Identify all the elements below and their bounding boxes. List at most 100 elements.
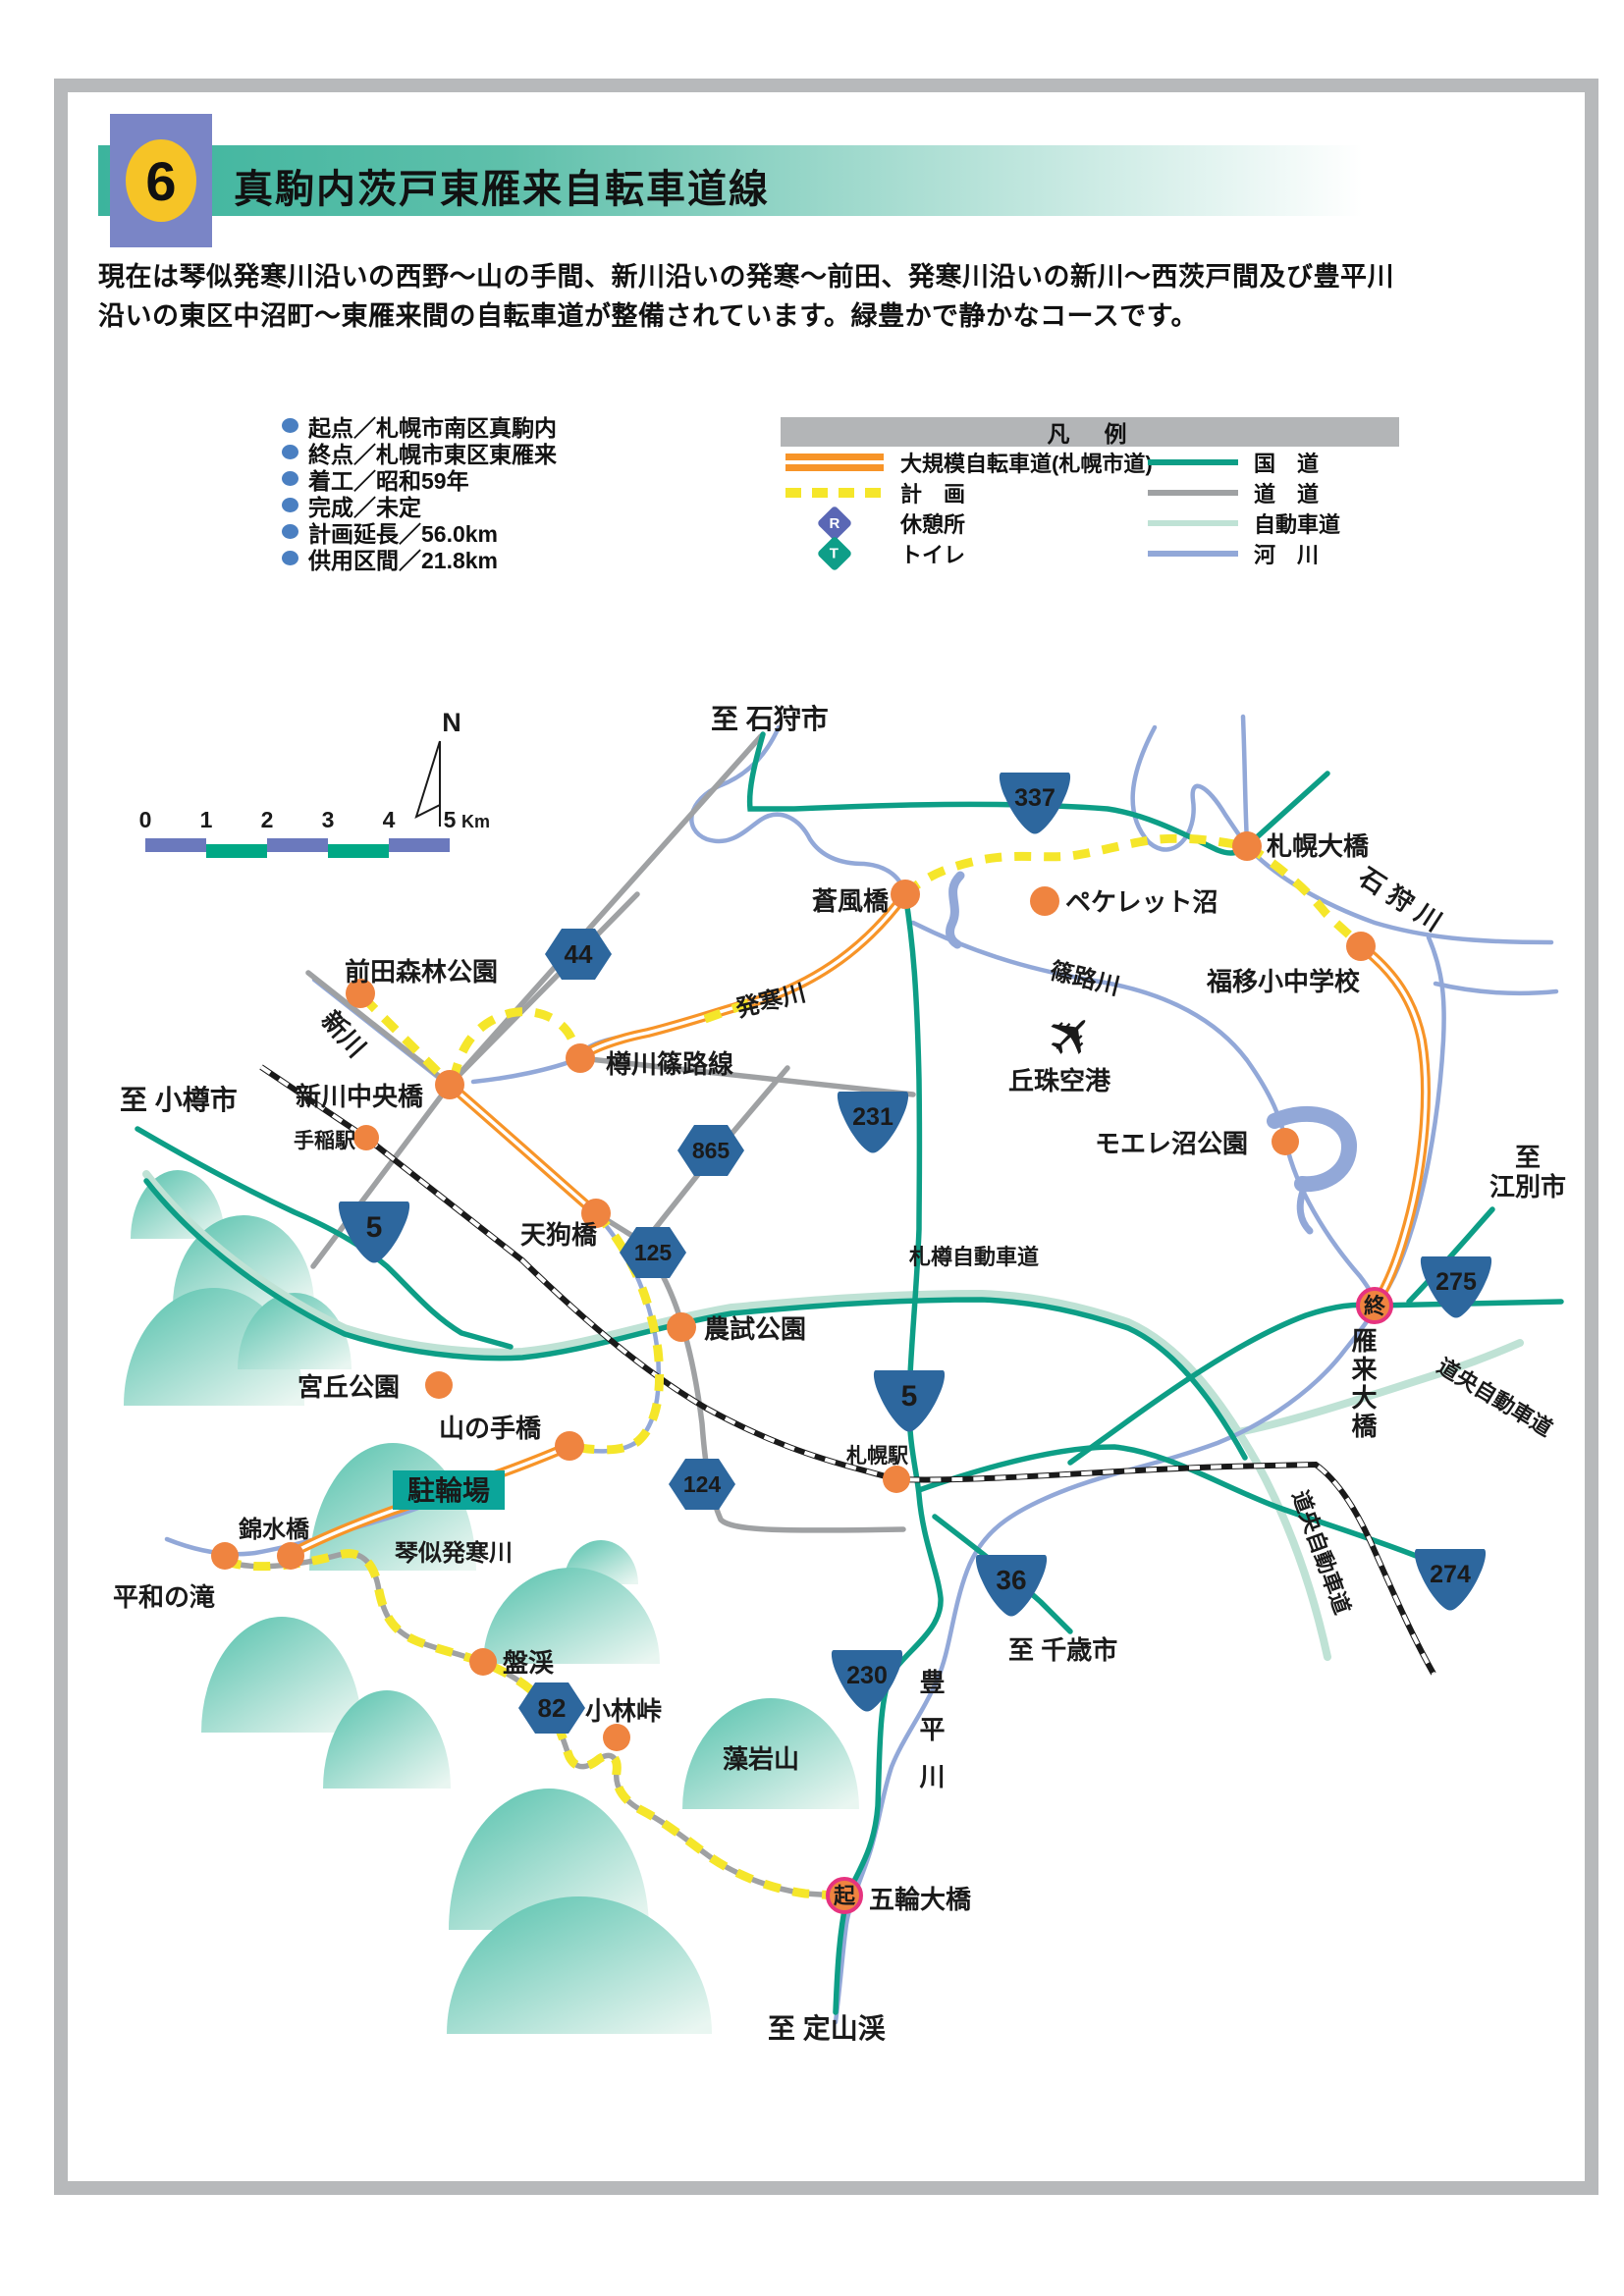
- label-jozankei-dest: 至 定山渓: [768, 2012, 887, 2044]
- national-route-shields: 337 231 5 5 230 36 275 274: [338, 773, 1492, 1712]
- info-open-section: 供用区間／21.8km: [308, 547, 499, 573]
- svg-text:274: 274: [1430, 1561, 1471, 1588]
- legend-item-bikeway: 大規模自転車道(札幌市道): [781, 447, 1153, 477]
- svg-text:5: 5: [444, 807, 457, 832]
- info-completion: 完成／未定: [308, 494, 421, 520]
- label-teine-station: 手稲駅: [294, 1130, 356, 1152]
- pekeretto-lake: [946, 871, 965, 949]
- railway-line: [259, 1064, 1436, 1676]
- svg-text:2: 2: [261, 807, 274, 832]
- start-marker: 起: [826, 1877, 863, 1914]
- label-okadama-airport: 丘珠空港: [1008, 1066, 1111, 1095]
- bullet-icon: [282, 418, 298, 433]
- label-miyanooka-park: 宮丘公園: [298, 1372, 400, 1402]
- plan-dash-icon: [781, 487, 889, 498]
- legend-item-rest: R 休憩所: [781, 505, 1144, 541]
- expressway-lines: [142, 1170, 1524, 1661]
- list-item: 計画延長／56.0km: [282, 518, 557, 547]
- dot-tengu-bridge: [581, 1199, 611, 1228]
- label-fukui-school: 福移小中学校: [1206, 967, 1361, 996]
- dot-pekeretto: [1030, 886, 1059, 916]
- label-kinsui-bridge: 錦水橋: [239, 1516, 310, 1543]
- svg-text:82: 82: [538, 1693, 567, 1723]
- label-ebetsu-dest: 江別市: [1489, 1172, 1566, 1201]
- intro-paragraph: 現在は琴似発寒川沿いの西野～山の手間、新川沿いの発寒～前田、発寒川沿いの新川～西…: [98, 257, 1532, 336]
- svg-text:36: 36: [996, 1565, 1026, 1595]
- route-number: 6: [145, 149, 177, 212]
- svg-text:Km: Km: [461, 812, 490, 831]
- svg-text:駐輪場: 駐輪場: [407, 1474, 490, 1506]
- page-frame: [54, 79, 1598, 2195]
- label-pekeretto: ペケレット沼: [1065, 887, 1218, 917]
- info-start: 起点／札幌市南区真駒内: [308, 414, 557, 441]
- bullet-icon: [282, 471, 298, 486]
- label-kobayashi-pass: 小林峠: [585, 1696, 662, 1726]
- label-bankei: 盤渓: [503, 1648, 555, 1678]
- prefectural-road-line-icon: [1144, 489, 1242, 496]
- list-item: 供用区間／21.8km: [282, 545, 557, 573]
- dot-teine-station: [353, 1125, 379, 1150]
- svg-text:1: 1: [200, 807, 213, 832]
- label-maeda-park: 前田森林公園: [345, 957, 498, 987]
- label-sapporo-station: 札幌駅: [845, 1444, 909, 1468]
- svg-text:4: 4: [383, 807, 396, 832]
- bicycle-parking-badge: 駐輪場: [393, 1470, 505, 1510]
- dot-fukui-school: [1346, 932, 1376, 961]
- bullet-icon: [282, 445, 298, 459]
- list-item: 着工／昭和59年: [282, 465, 557, 494]
- svg-text:3: 3: [322, 807, 335, 832]
- label-sapporo-bridge: 札幌大橋: [1267, 831, 1370, 861]
- label-shinkawa-chuo-bridge: 新川中央橋: [296, 1082, 424, 1111]
- list-item: 終点／札幌市東区東雁来: [282, 439, 557, 467]
- dot-shinkawa-chuo: [435, 1070, 464, 1099]
- label-hassamu-river: 発寒川: [732, 979, 809, 1023]
- label-otaru-dest: 至 小樽市: [120, 1084, 238, 1115]
- info-planned-length: 計画延長／56.0km: [308, 520, 499, 547]
- map-labels: 至 石狩市 蒼風橋 ペケレット沼 札幌大橋 石狩川 福移小中学校 篠路川 丘珠空…: [113, 703, 1566, 2044]
- dot-sapporo-station: [883, 1466, 910, 1493]
- label-sofu-bridge: 蒼風橋: [812, 886, 890, 916]
- compass-north: N: [414, 708, 461, 827]
- label-ishikari-dest: 至 石狩市: [711, 703, 829, 734]
- svg-text:終: 終: [1364, 1294, 1386, 1318]
- label-yamanote-bridge: 山の手橋: [439, 1414, 542, 1443]
- title-banner: [98, 145, 1473, 216]
- label-karaiku-bridge: 雁来大橋: [1348, 1327, 1378, 1441]
- route-number-circle: 6: [126, 139, 196, 222]
- svg-text:5: 5: [901, 1380, 918, 1413]
- dot-moere-park: [1272, 1128, 1299, 1155]
- svg-text:124: 124: [683, 1471, 722, 1497]
- prefectural-route-shields: 44 865 125 124 82: [518, 929, 744, 1734]
- label-ebetsu-dest: 至: [1515, 1143, 1541, 1172]
- expressway-line-icon: [1144, 519, 1242, 526]
- legend-item-expressway: 自動車道: [1144, 507, 1399, 538]
- national-road-line-icon: [1144, 458, 1242, 465]
- label-shinoro-river: 篠路川: [1048, 957, 1123, 1001]
- svg-text:44: 44: [565, 939, 593, 969]
- legend-title: 凡 例: [1047, 421, 1133, 447]
- svg-text:865: 865: [692, 1138, 731, 1163]
- legend-item-national-road: 国 道: [1144, 447, 1399, 477]
- bullet-icon: [282, 498, 298, 512]
- info-end: 終点／札幌市東区東雁来: [308, 441, 557, 467]
- dot-noshi-park: [667, 1312, 696, 1342]
- dot-heiwa-falls: [211, 1542, 239, 1570]
- bullet-icon: [282, 524, 298, 539]
- national-road-lines: [135, 731, 1564, 2015]
- legend-item-plan: 計 画: [781, 477, 1144, 507]
- dot-sapporo-bridge: [1232, 831, 1262, 861]
- svg-text:231: 231: [852, 1103, 893, 1131]
- dot-yamanote-bridge: [555, 1431, 584, 1461]
- route-info-list: 起点／札幌市南区真駒内 終点／札幌市東区東雁来 着工／昭和59年 完成／未定 計…: [282, 412, 557, 573]
- dot-tarukawa: [566, 1043, 595, 1073]
- scale-bar: 0 1 2 3 4 5 Km: [139, 807, 490, 858]
- label-gorin-bridge: 五輪大橋: [869, 1885, 972, 1914]
- legend: 凡 例 大規模自転車道(札幌市道) 計 画 R 休憩所: [781, 417, 1399, 571]
- legend-item-prefectural-road: 道 道: [1144, 477, 1399, 507]
- dot-maeda-park: [346, 979, 375, 1008]
- mountain-shapes: [124, 1170, 859, 2034]
- label-doo-expwy-east: 道央自動車道: [1433, 1354, 1556, 1441]
- route-number-badge: 6: [110, 114, 212, 247]
